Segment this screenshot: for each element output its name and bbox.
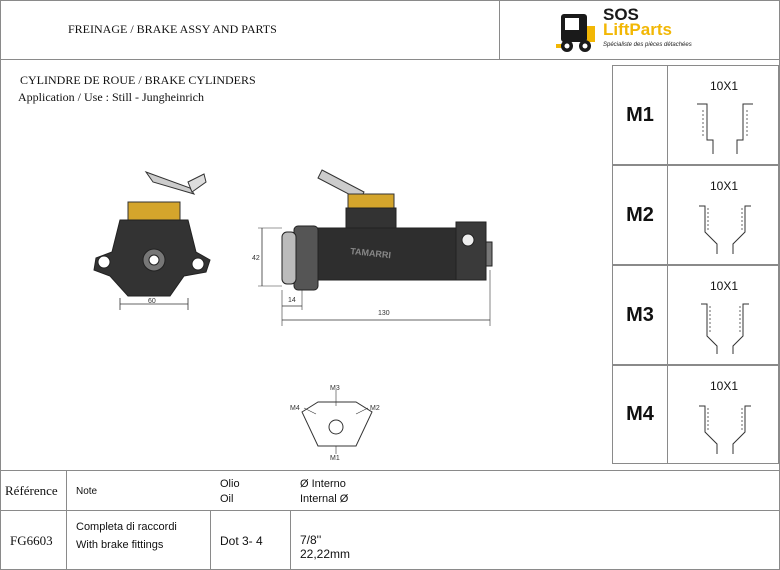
fitting-cell-m4: M4 10X1 [612,365,779,464]
table-header-divider [0,510,780,511]
header-oil-it: Olio [220,478,240,490]
port-diagram [301,390,373,454]
header-diameter-en: Internal Ø [300,493,349,505]
header-oil-en: Oil [220,493,234,505]
port-m3-label: M3 [330,385,340,392]
fitting-size: 10X1 [709,279,739,293]
side-view [258,169,493,326]
dim-height: 42 [252,255,260,262]
logo-brand-main: LiftParts [603,20,672,39]
section-application: Application / Use : Still - Jungheinrich [18,90,204,104]
front-view [93,170,211,310]
table-top-line [0,470,780,471]
col-divider-2 [210,510,211,570]
brand-logo [555,4,715,56]
row-diameter-mm: 22,22mm [300,547,351,561]
dim-flange: 14 [288,297,296,304]
row-reference: FG6603 [10,533,53,548]
fitting-size: 10X1 [709,379,739,393]
fitting-flared-icon [699,205,751,254]
fitting-label: M3 [613,266,668,364]
dim-length: 130 [378,310,390,317]
row-oil: Dot 3- 4 [220,534,263,548]
fitting-size: 10X1 [709,79,739,93]
port-m4-label: M4 [290,405,300,412]
col-divider-1 [66,470,67,570]
header-reference: Référence [5,483,58,498]
fitting-label: M2 [613,166,668,264]
header-logo-divider [499,0,500,59]
logo-brand-top: SOS [603,5,639,24]
section-title: CYLINDRE DE ROUE / BRAKE CYLINDERS [20,73,256,87]
header-diameter-it: Ø Interno [300,478,346,490]
row-note-it: Completa di raccordi [76,521,177,533]
port-m1-label: M1 [330,455,340,462]
fitting-size: 10X1 [709,179,739,193]
cylinder-drawing: 60 TAMARRI 42 130 14 M3 M4 M2 M1 [93,169,493,462]
fitting-cell-m1: M1 10X1 [612,65,779,165]
col-divider-3 [290,510,291,570]
fitting-label: M1 [613,66,668,164]
port-m2-label: M2 [370,405,380,412]
fitting-cell-m3: M3 10X1 [612,265,779,365]
fitting-conical-icon [701,303,749,354]
row-diameter-in: 7/8'' [300,533,322,547]
frame-left [0,0,1,570]
logo-tagline: Spécialiste des pièces détachées [603,42,692,48]
frame-top [0,0,780,1]
forklift-logo-icon [556,14,595,52]
header-divider [0,59,780,60]
fitting-flared-icon [699,405,751,454]
brand-mark-label: TAMARRI [350,246,392,260]
fitting-label: M4 [613,366,668,463]
row-note-en: With brake fittings [76,539,164,551]
dim-front-width: 60 [148,298,156,305]
page-title: FREINAGE / BRAKE ASSY AND PARTS [68,22,277,36]
header-note: Note [76,486,98,497]
fitting-cell-m2: M2 10X1 [612,165,779,265]
fitting-straight-icon [697,103,753,154]
